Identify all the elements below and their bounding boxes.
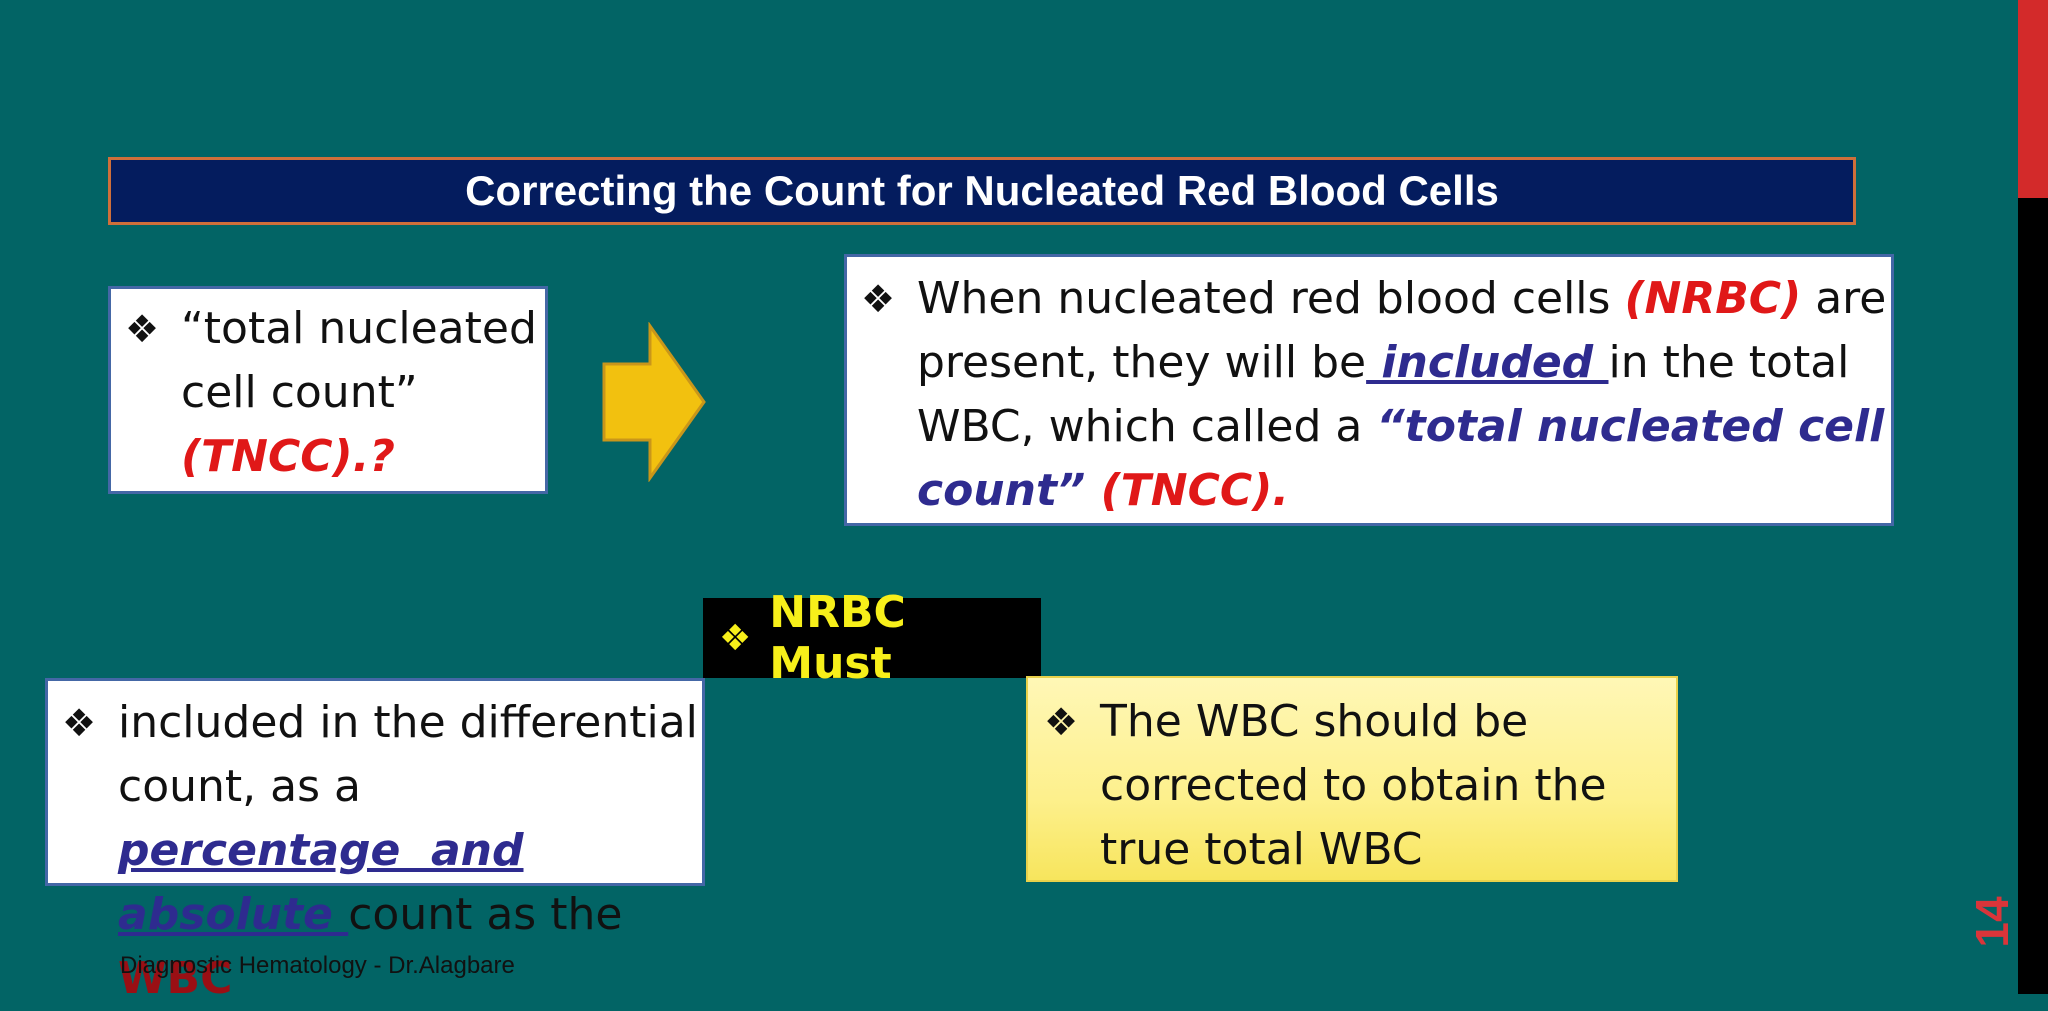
wbc-correction-text: The WBC should be corrected to obtain th… xyxy=(1100,690,1607,882)
differential-text-part: count as the xyxy=(348,889,623,940)
definition-line-4: count” (TNCC). xyxy=(917,459,1886,523)
slide-title: Correcting the Count for Nucleated Red B… xyxy=(108,157,1856,225)
tncc-abbrev: (TNCC). xyxy=(1085,465,1290,516)
diamond-bullet-icon: ❖ xyxy=(861,277,896,321)
slide-footer: Diagnostic Hematology - Dr.Alagbare xyxy=(120,952,515,979)
nrbc-must-text: NRBC Must xyxy=(769,587,906,689)
differential-box: ❖ included in the differential count, as… xyxy=(45,678,705,1004)
side-accent-bar xyxy=(2018,0,2048,994)
tncc-term: “total nucleated cell xyxy=(1376,401,1885,452)
definition-text-part: When nucleated red blood cells xyxy=(917,273,1625,324)
definition-line-1: When nucleated red blood cells (NRBC) ar… xyxy=(917,267,1886,331)
wbc-line-1: The WBC should be xyxy=(1100,696,1529,747)
definition-line-3: WBC, which called a “total nucleated cel… xyxy=(917,395,1886,459)
right-arrow-icon xyxy=(602,322,706,482)
nrbc-definition-box: ❖ When nucleated red blood cells (NRBC) … xyxy=(844,254,1894,526)
percentage-emphasis: percentage and xyxy=(118,825,524,876)
tncc-question-text: “total nucleated cell count” (TNCC).? xyxy=(181,297,537,489)
definition-text-part: WBC, which called a xyxy=(917,401,1377,452)
tncc-term: count” xyxy=(917,465,1086,516)
diamond-bullet-icon: ❖ xyxy=(125,307,160,351)
tncc-line-3: (TNCC).? xyxy=(181,431,395,482)
diamond-bullet-icon: ❖ xyxy=(719,617,752,659)
definition-text-part: in the total xyxy=(1608,337,1850,388)
diamond-bullet-icon: ❖ xyxy=(62,701,97,745)
wbc-line-3: true total WBC xyxy=(1100,824,1423,875)
nrbc-must-label: ❖ NRBC Must xyxy=(703,587,1041,689)
differential-line-3: absolute count as the WBC xyxy=(118,883,702,1011)
definition-text-part: present, they will be xyxy=(917,337,1367,388)
wbc-line-2: corrected to obtain the xyxy=(1100,760,1607,811)
differential-line-1: included in the differential xyxy=(118,697,698,748)
tncc-question-box: ❖ “total nucleated cell count” (TNCC).? xyxy=(108,286,548,494)
absolute-emphasis: absolute xyxy=(118,889,349,940)
differential-line-2: count, as a percentage and xyxy=(118,755,702,883)
side-accent-red xyxy=(2018,0,2048,198)
definition-text-part: are xyxy=(1801,273,1887,324)
nrbc-definition-text: When nucleated red blood cells (NRBC) ar… xyxy=(917,267,1886,523)
diamond-bullet-icon: ❖ xyxy=(1044,700,1079,744)
differential-text-part: count, as a xyxy=(118,761,361,812)
tncc-line-1: “total nucleated xyxy=(181,303,537,354)
nrbc-abbrev: (NRBC) xyxy=(1624,273,1802,324)
tncc-line-2: cell count” xyxy=(181,367,418,418)
wbc-correction-box: ❖ The WBC should be corrected to obtain … xyxy=(1026,676,1678,882)
slide-number: 14 xyxy=(1966,896,2018,948)
definition-line-2: present, they will be included in the to… xyxy=(917,331,1886,395)
differential-text: included in the differential count, as a… xyxy=(118,691,702,1011)
included-emphasis: included xyxy=(1366,337,1609,388)
